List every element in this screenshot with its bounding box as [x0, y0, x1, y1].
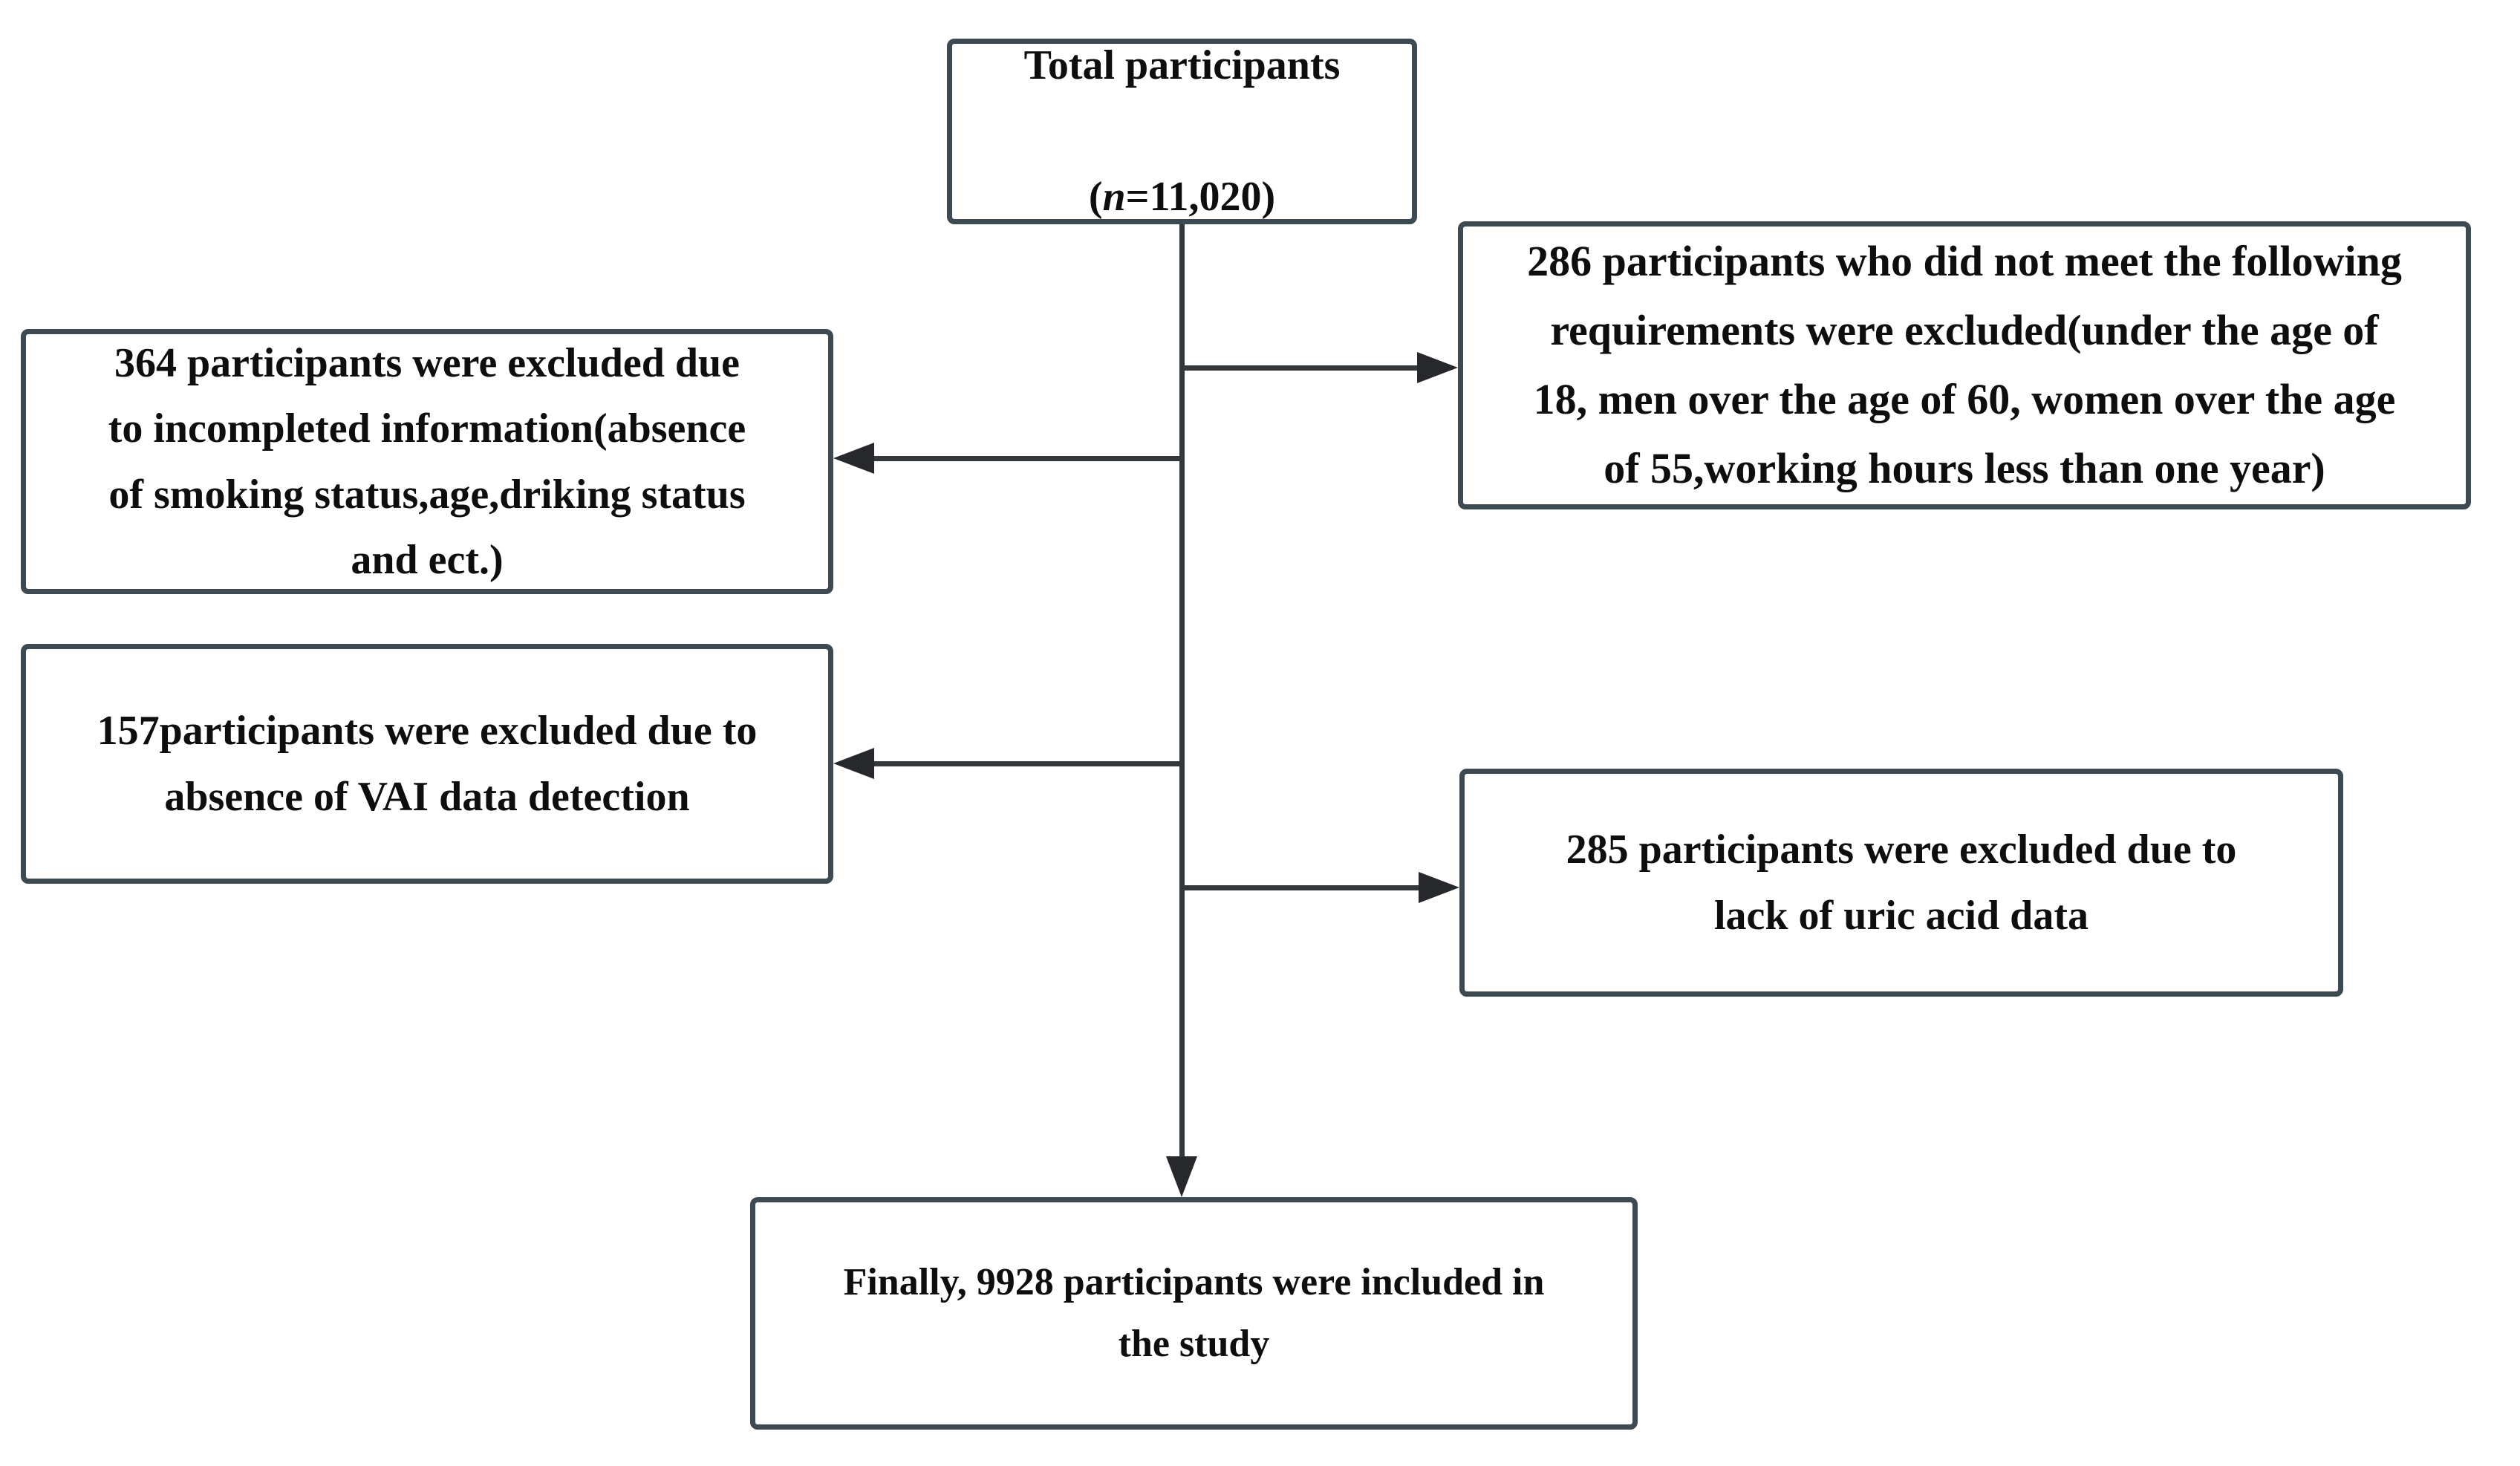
node-excluded-uric-acid-text: 285 participants were excluded due to la…: [1566, 827, 2237, 939]
arrowhead-left-icon: [833, 443, 874, 474]
node-excluded-vai: 157participants were excluded due to abs…: [21, 644, 833, 884]
node-excluded-vai-text: 157participants were excluded due to abs…: [97, 708, 758, 820]
node-excluded-uric-acid: 285 participants were excluded due to la…: [1459, 769, 2343, 997]
node-excluded-incomplete-info-text: 364 participants were excluded due to in…: [108, 339, 746, 583]
branch-line-vai: [874, 761, 1182, 766]
arrowhead-left-icon: [833, 748, 874, 779]
arrowhead-right-icon: [1419, 872, 1459, 903]
n-value: =11,020): [1125, 174, 1276, 221]
branch-line-incomplete-info: [874, 456, 1182, 461]
node-total-participants: Total participants (n=11,020): [947, 39, 1417, 224]
node-total-line1: Total participants: [1023, 42, 1341, 89]
node-excluded-requirements-text: 286 participants who did not meet the fo…: [1527, 237, 2402, 492]
node-final-included: Finally, 9928 participants were included…: [750, 1197, 1638, 1430]
arrowhead-right-icon: [1417, 352, 1458, 383]
paren-open: (: [1088, 174, 1103, 221]
node-excluded-requirements: 286 participants who did not meet the fo…: [1458, 221, 2471, 509]
node-excluded-incomplete-info: 364 participants were excluded due to in…: [21, 329, 833, 594]
n-symbol: n: [1102, 174, 1126, 221]
main-flow-line: [1179, 224, 1185, 1157]
node-total-line2: (n=11,020): [1024, 164, 1341, 229]
node-final-included-text: Finally, 9928 participants were included…: [843, 1261, 1545, 1365]
branch-line-uric-acid: [1182, 885, 1419, 890]
node-total-text: Total participants (n=11,020): [1024, 0, 1341, 296]
arrowhead-down-icon: [1166, 1156, 1197, 1197]
branch-line-requirements: [1182, 365, 1417, 371]
